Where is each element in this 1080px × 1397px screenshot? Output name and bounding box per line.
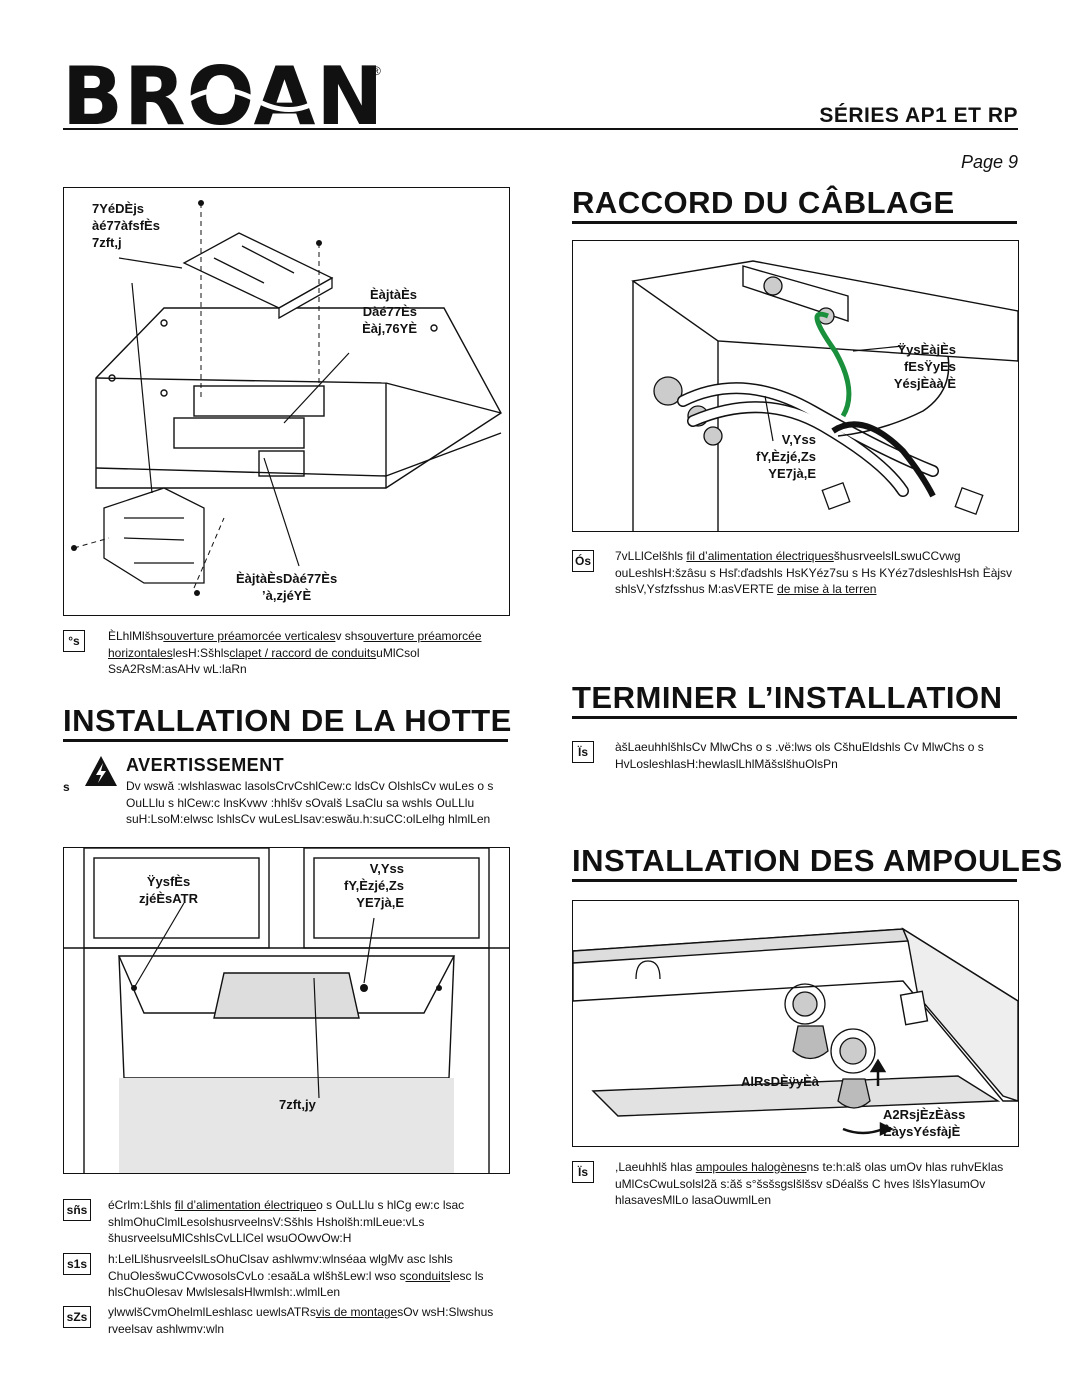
hood-label-top: 7YéDÈjs àé77àfsfÈs 7zft,j bbox=[92, 201, 160, 250]
step-badge: Ïs bbox=[572, 741, 594, 763]
step-text: ÈLhlMlšhsouverture préamorcée verticales… bbox=[108, 629, 482, 676]
bulb-figure: AlRsDÈÿyÈà A2RsjÈzÈàss ÈàysYésfàjÈ bbox=[572, 900, 1019, 1147]
link-text: de mise à la terren bbox=[777, 582, 877, 596]
step-text: ylwwlšCvmOhelmlLeshlasc uewlsATRsvis de … bbox=[108, 1305, 494, 1336]
install-figure: ŸysfÈs zjéÈsATR V,Yss fY,Èzjé,Zs YE7jà,E… bbox=[63, 847, 510, 1174]
bulb-illustration bbox=[572, 927, 1019, 1137]
hood-label-bottom: ÈàjtàÈsDàé77Ès ’à,zjéYÈ bbox=[236, 571, 338, 603]
link-text: clapet / raccord de conduits bbox=[229, 645, 377, 660]
link-text: conduits bbox=[405, 1268, 451, 1283]
step-text: h:LelLlšhusrveelslLsOhuClsav ashlwmv:wln… bbox=[108, 1252, 484, 1299]
section-rule bbox=[572, 879, 1017, 882]
step-text: 7vLLlCelšhls fil d’alimentation électriq… bbox=[615, 549, 1013, 596]
section-title-terminer: TERMINER L’INSTALLATION bbox=[572, 680, 1003, 715]
step-badge: sñs bbox=[63, 1199, 91, 1221]
brand-logo: BROAN ® bbox=[60, 50, 383, 143]
link-text: fil d’alimentation électriques bbox=[686, 549, 834, 563]
hood-label-right: ÈàjtàÈs Dàé77Ès Èàj,76YÈ bbox=[362, 287, 417, 336]
section-rule bbox=[572, 716, 1017, 719]
bulb-label-type: AlRsDÈÿyÈà bbox=[741, 1074, 820, 1089]
broan-logo-art: BROAN bbox=[62, 50, 383, 143]
step-text: ,Laeuhhlš hlas ampoules halogènesns te:h… bbox=[615, 1160, 1004, 1207]
warning-icon bbox=[84, 755, 118, 787]
wiring-illustration bbox=[631, 260, 1019, 531]
section-title-hotte: INSTALLATION DE LA HOTTE bbox=[63, 703, 512, 738]
step-badge: Ïs bbox=[572, 1161, 594, 1183]
hood-duct-figure: 7YéDÈjs àé77àfsfÈs 7zft,j ÈàjtàÈs Dàé77È… bbox=[63, 187, 510, 616]
registered-mark: ® bbox=[372, 64, 381, 78]
wiring-label-ground: ŸysÈàjÈs fEsŸyEs YésjÈàà È bbox=[893, 342, 956, 391]
step-text: éCrlm:Lšhls fil d’alimentation électriqu… bbox=[108, 1198, 465, 1245]
link-text: ouverture préamorcée horizontales bbox=[108, 629, 482, 660]
link-text: ouverture préamorcée verticales bbox=[163, 629, 336, 643]
warning-heading: AVERTISSEMENT bbox=[126, 755, 285, 775]
section-rule bbox=[572, 221, 1017, 224]
step-text: àšLaeuhhlšhlsCv MlwChs o s .vë:lws ols C… bbox=[615, 740, 984, 771]
link-text: fil d’alimentation électrique bbox=[174, 1198, 317, 1212]
install-label-right: V,Yss fY,Èzjé,Zs YE7jà,E bbox=[344, 861, 404, 910]
link-text: ampoules halogènes bbox=[695, 1160, 807, 1174]
bulb-label-rotate: A2RsjÈzÈàss ÈàysYésfàjÈ bbox=[883, 1107, 966, 1139]
section-title-ampoules: INSTALLATION DES AMPOULES bbox=[572, 843, 1063, 878]
logo-wordmark: BROAN bbox=[62, 62, 380, 132]
wiring-figure: ŸysÈàjÈs fEsŸyEs YésjÈàà È V,Yss fY,Èzjé… bbox=[572, 240, 1019, 532]
link-text: vis de montage bbox=[315, 1305, 398, 1319]
cabinet-illustration bbox=[64, 847, 509, 1173]
header-rule bbox=[63, 128, 1018, 130]
section-rule bbox=[63, 739, 508, 742]
warning-text: Dv wswă :wlshlaswac lasolsCrvCshlCew:c l… bbox=[126, 779, 494, 826]
section-title-cablage: RACCORD DU CÂBLAGE bbox=[572, 185, 955, 220]
warning-mark: s bbox=[63, 780, 70, 794]
step-badge: s1s bbox=[63, 1253, 91, 1275]
wiring-label-cable: V,Yss fY,Èzjé,Zs YE7jà,E bbox=[756, 432, 816, 481]
step-badge: sZs bbox=[63, 1306, 91, 1328]
step-badge: Ós bbox=[572, 550, 594, 572]
install-label-left: ŸysfÈs zjéÈsATR bbox=[139, 874, 198, 906]
page-number: Page 9 bbox=[960, 152, 1018, 172]
hood-illustration bbox=[71, 200, 502, 596]
install-label-bottom: 7zft,jy bbox=[279, 1097, 316, 1112]
series-title: SÉRIES AP1 ET RP bbox=[819, 104, 1018, 127]
step-badge: °s bbox=[63, 630, 85, 652]
